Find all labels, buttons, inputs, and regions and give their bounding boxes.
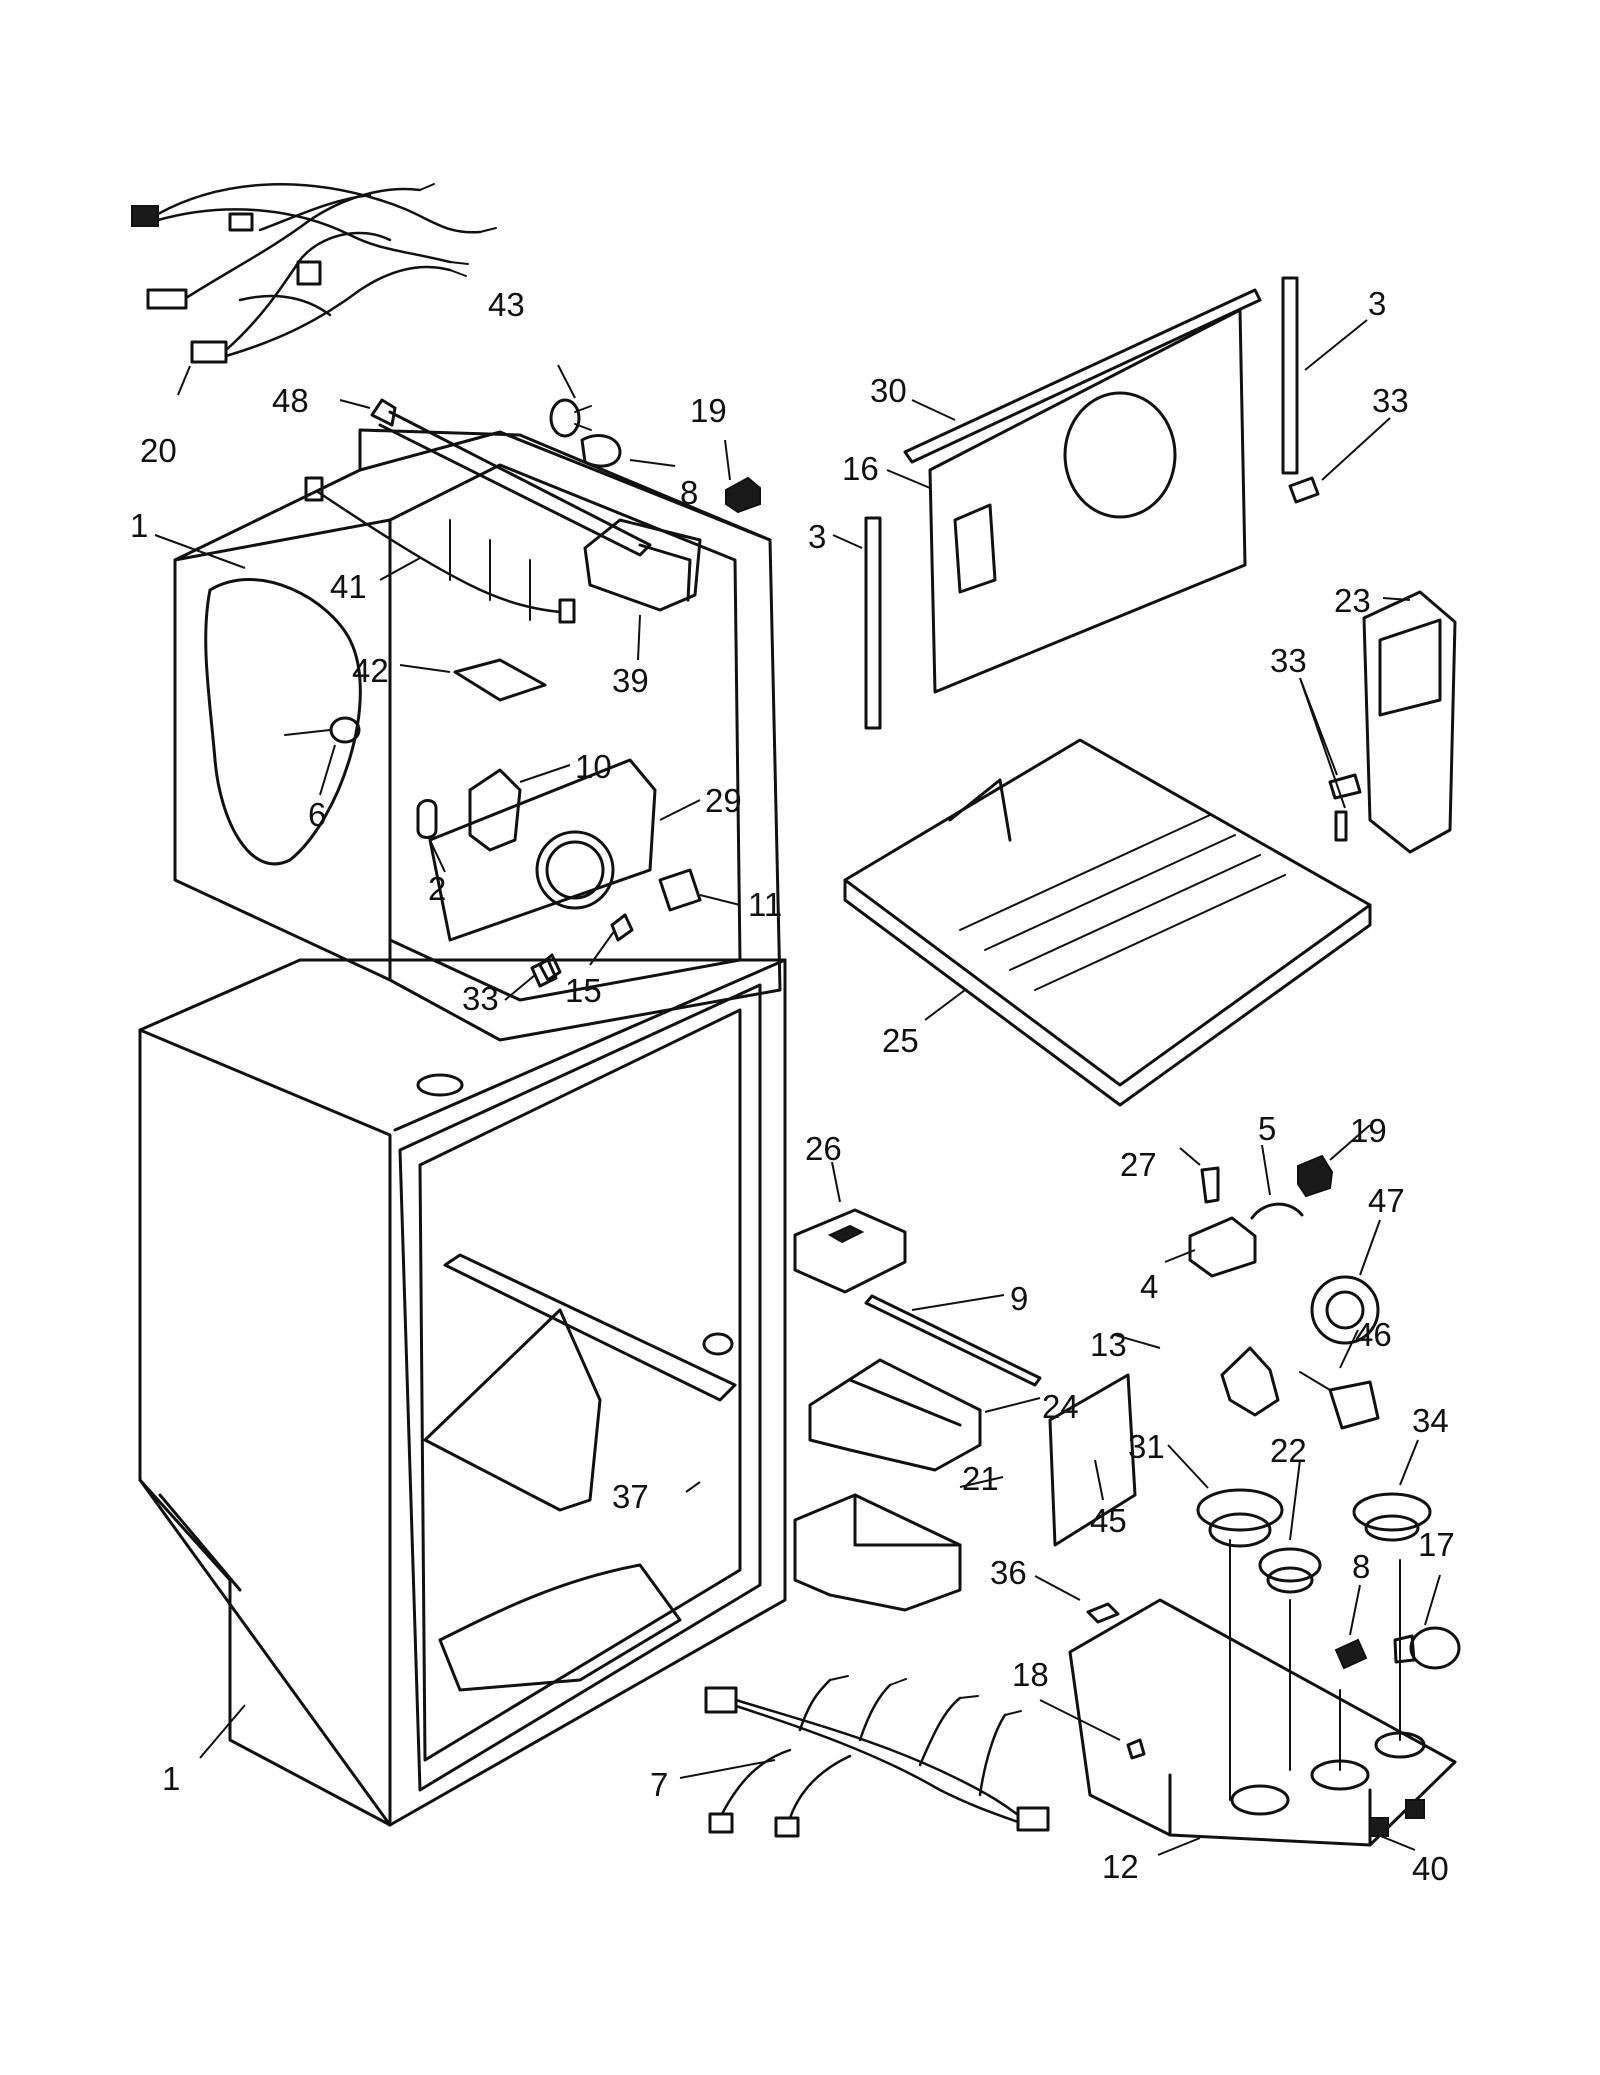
freezer-liner (173, 428, 782, 1042)
light-socket-8-lower (1334, 1638, 1368, 1670)
leader-arrows (154, 319, 1441, 1856)
callout-34: 34 (1412, 1402, 1449, 1439)
rod-9 (864, 1294, 1042, 1387)
callout-15: 15 (565, 972, 602, 1009)
cam-4 (1188, 1216, 1257, 1278)
pin-18 (1126, 1738, 1146, 1760)
switch-19-lower (1297, 1154, 1334, 1198)
callout-25: 25 (882, 1022, 919, 1059)
base-12 (1068, 1539, 1457, 1847)
light-bulb-43 (549, 398, 592, 438)
callout-43: 43 (488, 286, 525, 323)
callout-10: 10 (575, 748, 612, 785)
refrigerator-liner (138, 958, 787, 1827)
callout-17: 17 (1418, 1526, 1455, 1563)
clip-5 (1250, 1202, 1304, 1220)
callout-21: 21 (962, 1460, 999, 1497)
callout-3-left: 3 (808, 518, 826, 555)
wire-harness-41 (304, 476, 576, 624)
callout-2: 2 (428, 870, 446, 907)
gear-47 (1310, 1275, 1380, 1345)
callout-24: 24 (1042, 1388, 1079, 1425)
switch-46 (1299, 1371, 1380, 1430)
callout-16: 16 (842, 450, 879, 487)
control-assembly (416, 758, 702, 982)
callout-18: 18 (1012, 1656, 1049, 1693)
seal-strip-3-left (864, 516, 882, 730)
screw-33-mid-right (1328, 773, 1362, 842)
seal-strip-3-right (1281, 276, 1299, 475)
screw-27 (1200, 1166, 1220, 1204)
callout-7: 7 (650, 1766, 668, 1803)
pad-36 (1086, 1602, 1120, 1624)
screw-33-right (1288, 476, 1320, 504)
bracket-48 (370, 398, 652, 557)
part-26 (793, 1208, 907, 1294)
light-housing-39 (583, 518, 702, 612)
plate-45 (1048, 1373, 1137, 1547)
callout-33-left: 33 (462, 980, 499, 1017)
callout-12: 12 (1102, 1848, 1139, 1885)
callout-1-lower: 1 (162, 1760, 180, 1797)
callout-27: 27 (1120, 1146, 1157, 1183)
light-socket-8-upper (580, 434, 622, 468)
fan-cover-23 (1362, 590, 1457, 854)
callout-33-mid-right: 33 (1270, 642, 1307, 679)
callout-5: 5 (1258, 1110, 1276, 1147)
callout-9: 9 (1010, 1280, 1028, 1317)
bracket-42 (453, 658, 547, 702)
callout-48: 48 (272, 382, 309, 419)
callout-labels: 20 43 48 19 8 1 41 39 42 6 10 29 2 11 15… (130, 285, 1455, 1887)
callout-33-right: 33 (1372, 382, 1409, 419)
callout-31: 31 (1128, 1428, 1165, 1465)
switch-19-upper (725, 476, 761, 514)
callout-46: 46 (1355, 1316, 1392, 1353)
callout-22: 22 (1270, 1432, 1307, 1469)
callout-26: 26 (805, 1130, 842, 1167)
callout-13: 13 (1090, 1326, 1127, 1363)
callout-19-lower: 19 (1350, 1112, 1387, 1149)
callout-8-lower: 8 (1352, 1548, 1370, 1585)
callout-19-upper: 19 (690, 392, 727, 429)
callout-41: 41 (330, 568, 367, 605)
callout-37: 37 (612, 1478, 649, 1515)
gear-31 (1196, 1488, 1284, 1548)
air-duct-strip-30 (903, 288, 1262, 464)
plug-37 (702, 1332, 734, 1356)
callout-39: 39 (612, 662, 649, 699)
callout-3-right: 3 (1368, 285, 1386, 322)
callout-20: 20 (140, 432, 177, 469)
callout-30: 30 (870, 372, 907, 409)
callout-23: 23 (1334, 582, 1371, 619)
callout-11: 11 (748, 886, 782, 923)
screw-33-left (530, 958, 558, 988)
callout-29: 29 (705, 782, 742, 819)
housing-24 (808, 1358, 982, 1472)
lever-13 (1220, 1346, 1280, 1417)
callout-36: 36 (990, 1554, 1027, 1591)
callout-42: 42 (352, 652, 389, 689)
callout-4: 4 (1140, 1268, 1158, 1305)
gear-22 (1258, 1547, 1322, 1594)
wire-harness-main (131, 183, 497, 364)
callout-6: 6 (308, 796, 326, 833)
wire-harness-7 (704, 1675, 1050, 1838)
knob-6 (284, 716, 361, 744)
light-bulb-17 (1393, 1626, 1461, 1670)
callout-47: 47 (1368, 1182, 1405, 1219)
housing-21 (793, 1493, 962, 1612)
callout-8-upper: 8 (680, 474, 698, 511)
gear-34 (1352, 1492, 1432, 1542)
callout-1-upper: 1 (130, 507, 148, 544)
freezer-shelf-25 (843, 738, 1372, 1107)
callout-45: 45 (1090, 1502, 1127, 1539)
rear-panel-16 (928, 308, 1247, 694)
callout-40: 40 (1412, 1850, 1449, 1887)
